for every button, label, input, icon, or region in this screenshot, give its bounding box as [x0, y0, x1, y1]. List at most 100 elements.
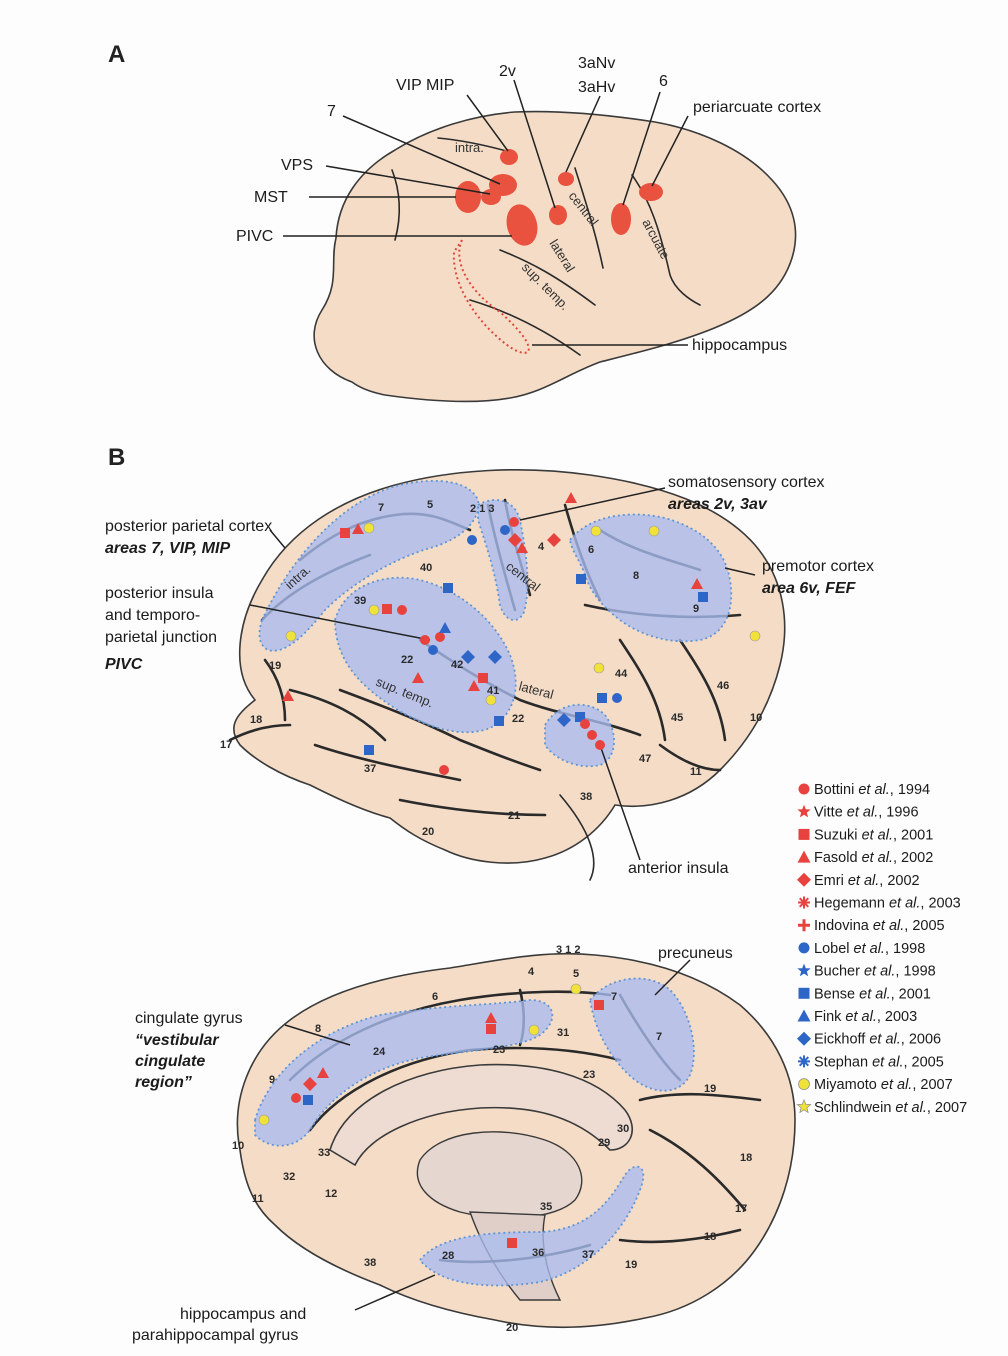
legend-item: Lobel et al., 1998 — [799, 941, 926, 957]
circle-marker-icon — [799, 942, 810, 953]
area-number: 20 — [506, 1322, 518, 1334]
label-cingulate-gyrus: cingulate gyrus — [135, 1010, 243, 1027]
circle-marker-icon — [799, 1079, 810, 1090]
area-number: 33 — [318, 1147, 330, 1159]
label-premotor-areas: area 6v, FEF — [762, 580, 857, 597]
square-marker-icon — [799, 829, 810, 840]
medial-thalamus — [417, 1132, 581, 1218]
area-number: 42 — [451, 659, 463, 671]
area-number: 7 — [378, 502, 384, 514]
area-number: 38 — [364, 1257, 376, 1269]
area-number: 46 — [717, 680, 729, 692]
panel-a-label: A — [108, 41, 125, 68]
area-number: 10 — [232, 1140, 244, 1152]
area-number: 9 — [693, 603, 699, 615]
triangle-marker-icon — [798, 1010, 811, 1022]
legend-label: Suzuki et al., 2001 — [814, 827, 933, 843]
label-mst: MST — [254, 189, 288, 206]
area-number: 18 — [740, 1152, 752, 1164]
legend-label: Lobel et al., 1998 — [814, 941, 925, 957]
diamond-marker-icon — [797, 873, 811, 887]
area-number: 8 — [315, 1023, 321, 1035]
legend-label: Eickhoff et al., 2006 — [814, 1032, 941, 1048]
area-number: 10 — [750, 712, 762, 724]
area-number: 28 — [442, 1250, 454, 1262]
legend-item: Fink et al., 2003 — [798, 1009, 918, 1025]
legend-item: Bense et al., 2001 — [799, 986, 931, 1002]
legend-item: Vitte et al., 1996 — [797, 805, 918, 821]
area-number: 21 — [508, 810, 520, 822]
label-anterior-insula: anterior insula — [628, 860, 729, 877]
area-number: 23 — [583, 1069, 595, 1081]
area-mst-ellipse — [455, 181, 481, 213]
area-number: 7 — [611, 991, 617, 1003]
label-2v: 2v — [499, 63, 516, 80]
area-number: 19 — [625, 1259, 637, 1271]
area-number: 5 — [573, 968, 579, 980]
legend-item: Indovina et al., 2005 — [798, 918, 945, 934]
label-vps: VPS — [281, 157, 313, 174]
legend-item: Suzuki et al., 2001 — [799, 827, 934, 843]
area-number: 18 — [250, 714, 262, 726]
label-vip-mip: VIP MIP — [396, 77, 454, 94]
legend-item: Schlindwein et al., 2007 — [797, 1100, 967, 1116]
area-number: 38 — [580, 791, 592, 803]
legend-label: Bottini et al., 1994 — [814, 782, 930, 798]
area-number: 40 — [420, 562, 432, 574]
area-number: 4 — [528, 966, 535, 978]
legend-item: Fasold et al., 2002 — [798, 850, 934, 866]
legend-item: Eickhoff et al., 2006 — [797, 1032, 941, 1048]
label-3anv: 3aNv — [578, 55, 615, 72]
area-number: 4 — [538, 541, 545, 553]
area-number: 29 — [598, 1137, 610, 1149]
label-area-7: 7 — [327, 103, 336, 120]
asterisk-marker-icon — [798, 1055, 810, 1067]
label-3ahv: 3aHv — [578, 79, 615, 96]
label-hippocampus: hippocampus — [692, 337, 787, 354]
legend-item: Stephan et al., 2005 — [798, 1054, 944, 1070]
area-number: 11 — [690, 766, 702, 778]
legend-label: Stephan et al., 2005 — [814, 1054, 944, 1070]
label-posterior-parietal: posterior parietal cortex — [105, 518, 272, 535]
area-6-ellipse — [611, 203, 631, 235]
area-number: 32 — [283, 1171, 295, 1183]
legend-item: Emri et al., 2002 — [797, 873, 920, 889]
area-number: 22 — [512, 713, 524, 725]
area-vps-ellipse — [481, 189, 501, 205]
area-number: 17 — [220, 739, 232, 751]
cross-marker-icon — [798, 919, 810, 931]
area-number: 35 — [540, 1201, 552, 1213]
label-periarcuate: periarcuate cortex — [693, 99, 821, 116]
label-premotor-cortex: premotor cortex — [762, 558, 874, 575]
label-parahippocampal: parahippocampal gyrus — [132, 1327, 298, 1344]
legend-item: Bucher et al., 1998 — [797, 964, 935, 980]
label-area-6: 6 — [659, 73, 668, 90]
legend-label: Vitte et al., 1996 — [814, 805, 919, 821]
label-region: region” — [135, 1074, 192, 1091]
label-cingulate: cingulate — [135, 1053, 205, 1070]
label-precuneus: precuneus — [658, 945, 733, 962]
label-somatosensory-areas: areas 2v, 3av — [668, 496, 768, 513]
circle-marker-icon — [799, 784, 810, 795]
area-number: 37 — [582, 1249, 594, 1261]
legend-label: Schlindwein et al., 2007 — [814, 1100, 967, 1116]
label-posterior-parietal-areas: areas 7, VIP, MIP — [105, 540, 230, 557]
area-number: 5 — [427, 499, 433, 511]
area-number: 47 — [639, 753, 651, 765]
area-number: 12 — [325, 1188, 337, 1200]
legend-label: Miyamoto et al., 2007 — [814, 1077, 953, 1093]
area-number: 19 — [704, 1083, 716, 1095]
area-number: 11 — [252, 1193, 264, 1205]
panel-b-label: B — [108, 444, 125, 471]
label-pivc: PIVC — [236, 228, 273, 245]
area-number: 2 1 3 — [470, 503, 494, 515]
star-marker-icon — [797, 805, 810, 818]
star-marker-icon — [797, 964, 810, 977]
area-number: 17 — [735, 1203, 747, 1215]
legend-label: Hegemann et al., 2003 — [814, 896, 961, 912]
area-number: 6 — [432, 991, 438, 1003]
area-number: 7 — [656, 1031, 662, 1043]
legend-label: Emri et al., 2002 — [814, 873, 920, 889]
area-number: 22 — [401, 654, 413, 666]
